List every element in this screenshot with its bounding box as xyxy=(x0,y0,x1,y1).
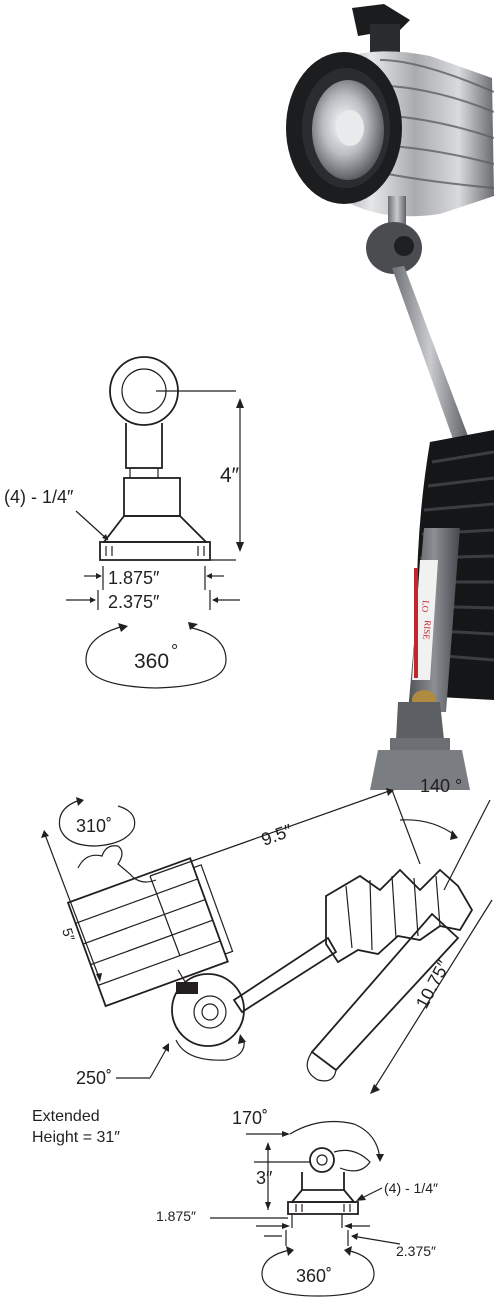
lower-arm-length: 10.75″ xyxy=(412,957,454,1012)
lower-arm xyxy=(310,912,460,1072)
extended-height-note: Extended Height = 31″ xyxy=(32,1106,120,1148)
base-angle: 170˚ xyxy=(232,1108,268,1128)
base-outer-width: 2.375″ xyxy=(396,1243,436,1259)
rotation-ellipse xyxy=(85,625,227,689)
base-pivot xyxy=(309,1147,335,1173)
base-height: 3″ xyxy=(256,1168,273,1188)
swivel-angle: 250˚ xyxy=(76,1068,112,1088)
extended-value: Height = 31″ xyxy=(32,1129,120,1146)
outer-width: 2.375″ xyxy=(108,592,160,612)
upper-arm-length: 9.5″ xyxy=(259,820,296,850)
base-rotation: 360˚ xyxy=(296,1266,332,1286)
top-diagram: 4″ (4) - 1/4″ 1.875″ 2.375″ 360 ° xyxy=(4,356,244,689)
extended-label: Extended xyxy=(32,1108,100,1125)
base-inner-width: 1.875″ xyxy=(156,1208,196,1224)
lamp-photo: LO RISE xyxy=(286,4,494,790)
bolt-spec: (4) - 1/4″ xyxy=(4,487,74,507)
rotation-value: 360 xyxy=(134,650,169,673)
head-body xyxy=(66,857,229,1008)
head-size: 5″ xyxy=(59,926,78,943)
inner-width: 1.875″ xyxy=(108,568,160,588)
height-dimension: 4″ xyxy=(220,464,240,487)
label-lo: LO xyxy=(420,600,431,613)
joint-angle: 140 ° xyxy=(420,776,462,796)
degree-mark: ° xyxy=(171,641,178,661)
bottom-diagram: 310˚ 5″ 9.5″ xyxy=(41,776,493,1297)
base-plate xyxy=(287,1201,359,1215)
bellows xyxy=(325,868,474,964)
head-rotation: 310˚ xyxy=(76,816,112,836)
label-rise: RISE xyxy=(421,620,433,641)
base-bolt-spec: (4) - 1/4″ xyxy=(384,1180,438,1196)
